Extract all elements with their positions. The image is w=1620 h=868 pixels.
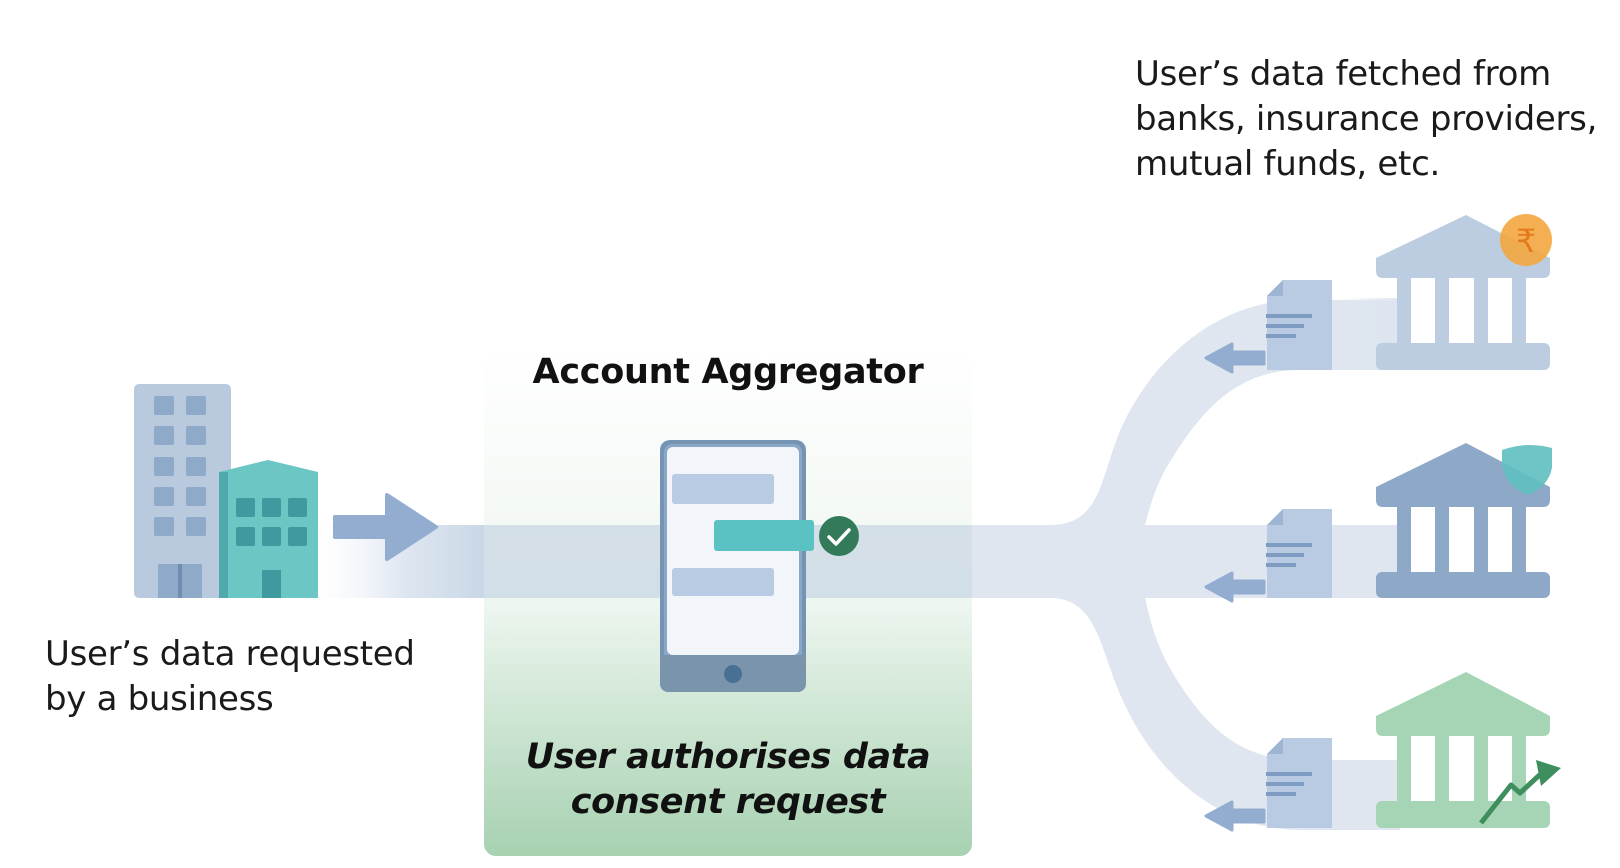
document-icon	[1266, 738, 1332, 828]
bank-institution-icon	[1376, 443, 1550, 598]
caption-line: by a business	[45, 679, 274, 719]
office-buildings-icon	[134, 384, 318, 598]
rupee-coin-icon: ₹	[1500, 214, 1552, 266]
caption-line: User authorises data	[525, 737, 931, 777]
source-flow-bands	[960, 300, 1400, 830]
smartphone-consent-icon	[660, 440, 814, 692]
document-icon	[1266, 509, 1332, 598]
main-flow-band	[960, 300, 1400, 830]
caption-line: User’s data fetched from	[1135, 54, 1551, 94]
data-sources-caption: User’s data fetched from banks, insuranc…	[1135, 52, 1615, 187]
return-arrow-icon	[1204, 800, 1266, 832]
bank-institution-icon	[1376, 672, 1550, 828]
shield-icon	[1502, 444, 1552, 495]
caption-line: mutual funds, etc.	[1135, 144, 1440, 184]
business-request-caption: User’s data requested by a business	[45, 632, 445, 722]
return-arrow-icon	[1204, 571, 1266, 603]
return-arrow-icon	[1204, 342, 1266, 374]
caption-line: banks, insurance providers,	[1135, 99, 1598, 139]
checkmark-badge-icon	[819, 516, 859, 556]
growth-arrow-icon	[1479, 760, 1561, 825]
svg-text:₹: ₹	[1516, 222, 1536, 260]
caption-line: User’s data requested	[45, 634, 415, 674]
request-arrow-icon	[333, 493, 438, 561]
bank-institution-icon	[1340, 215, 1550, 370]
caption-line: consent request	[570, 782, 886, 822]
document-icon	[1266, 280, 1332, 370]
aggregator-title: Account Aggregator	[532, 352, 924, 392]
aggregator-consent-caption: User authorises data consent request	[484, 735, 972, 825]
